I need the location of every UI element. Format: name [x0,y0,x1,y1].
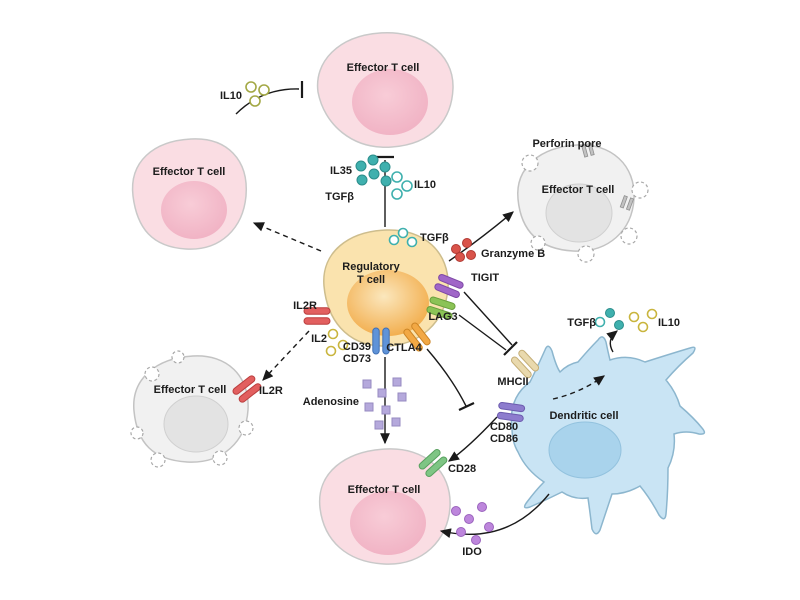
perforin-pore-label: Perforin pore [532,138,601,150]
il2-dots [325,328,349,357]
dc-internal-dashed-arrow [552,375,605,400]
membrane-bleb-circle [130,426,144,440]
adenosine-squares [362,377,407,430]
nucleus [161,181,227,239]
lag3-receptor [426,296,456,320]
tigit-to-mhcii-line [463,291,513,346]
ido-label: IDO [462,546,482,558]
nucleus [548,421,622,479]
il2r-effector-label: IL2R [259,385,283,397]
tgfb-treg-label: TGFβ [420,232,449,244]
il10-dots-dc [628,308,658,333]
dc-cytokine-arrow [606,330,618,353]
il10-dc-label: IL10 [658,317,680,329]
cd73-label: CD73 [343,353,371,365]
perforin-pore-channel [619,195,635,211]
nucleus [545,183,613,243]
il2r-receptor-effector [232,375,262,403]
tigit-label: TIGIT [471,272,499,284]
membrane-bleb-circle [212,450,228,466]
tigit-receptor [434,273,464,299]
nucleus [350,491,426,555]
tgfb-dc-label: TGFβ [567,317,596,329]
effector-tcell-top [316,32,454,148]
treg-label-line2: T cell [357,274,385,286]
tgfb-secreted-label: TGFβ [325,191,354,203]
il10-dots-topleft [245,81,270,107]
il2-label: IL2 [311,333,327,345]
cd80-label: CD80 [490,421,518,433]
arrows [235,81,618,538]
perforin-pore-circle [530,235,546,251]
mhcii-inhibition-tbar [503,341,518,356]
il10-topleft-label: IL10 [220,90,242,102]
il35-tgfb-dots [355,154,392,187]
perforin-pore-circle [521,154,539,172]
effector-tcell-bottom [318,448,451,565]
dendritic-cell [510,336,706,535]
cd28-receptor [418,449,448,477]
mhcii-receptor [510,349,540,379]
effector-deprived-label: Effector T cell [154,384,227,396]
effector-tcell-left [131,138,247,250]
granzyme-b-dots [451,238,476,262]
membrane-bleb-circle [171,350,185,364]
il35-label: IL35 [330,165,352,177]
nucleus [163,395,229,453]
cd86-label: CD86 [490,433,518,445]
mhcii-label: MHCII [497,376,528,388]
effector-left-label: Effector T cell [153,166,226,178]
nucleus [352,69,428,135]
ctla4-inhibition-line [426,348,467,407]
il2r-treg-label: IL2R [293,300,317,312]
cd80-to-cd28-arrow [447,416,498,462]
tgfb-dots-treg [388,227,418,248]
il2r-receptor-treg [303,307,331,325]
ctla4-label: CTLA4 [386,342,422,354]
dendritic-cell-label: Dendritic cell [549,410,618,422]
lag3-to-mhcii-line [458,314,507,351]
perforin-pore-circle [620,227,638,245]
membrane-bleb-circle [238,420,254,436]
effector-tcell-deprived-gray [130,350,254,468]
tgfb-dots-dc [594,308,624,330]
perforin-pore-circle [631,181,649,199]
treg-label-line1: Regulatory [342,261,400,273]
il10-secreted-label: IL10 [414,179,436,191]
dc-ido-arrow [439,493,550,538]
adenosine-label: Adenosine [303,396,359,408]
granzyme-b-label: Granzyme B [481,248,545,260]
ido-dots [451,502,494,545]
effector-tcell-killed-gray [517,142,649,263]
effector-killed-label: Effector T cell [542,184,615,196]
cd39-label: CD39 [343,341,371,353]
perforin-pore-circle [577,245,595,263]
cd80-cd86-receptor [496,401,526,423]
membrane-bleb-circle [144,366,160,382]
ctla4-receptor [403,322,431,352]
effector-top-label: Effector T cell [347,62,420,74]
il2-deprivation-dashed-arrow [262,330,310,381]
effector-bottom-label: Effector T cell [348,484,421,496]
lag3-label: LAG3 [428,311,457,323]
il10-dots-cluster [391,171,413,200]
perforin-pore-channel [581,142,595,158]
cd28-label: CD28 [448,463,476,475]
nucleus [347,270,429,336]
membrane-bleb-circle [150,452,166,468]
treg-to-left-effector-dashed-arrow [252,222,322,252]
ctla4-inhibition-tbar [458,402,475,411]
cd39-cd73-ectoenzyme [372,327,390,355]
